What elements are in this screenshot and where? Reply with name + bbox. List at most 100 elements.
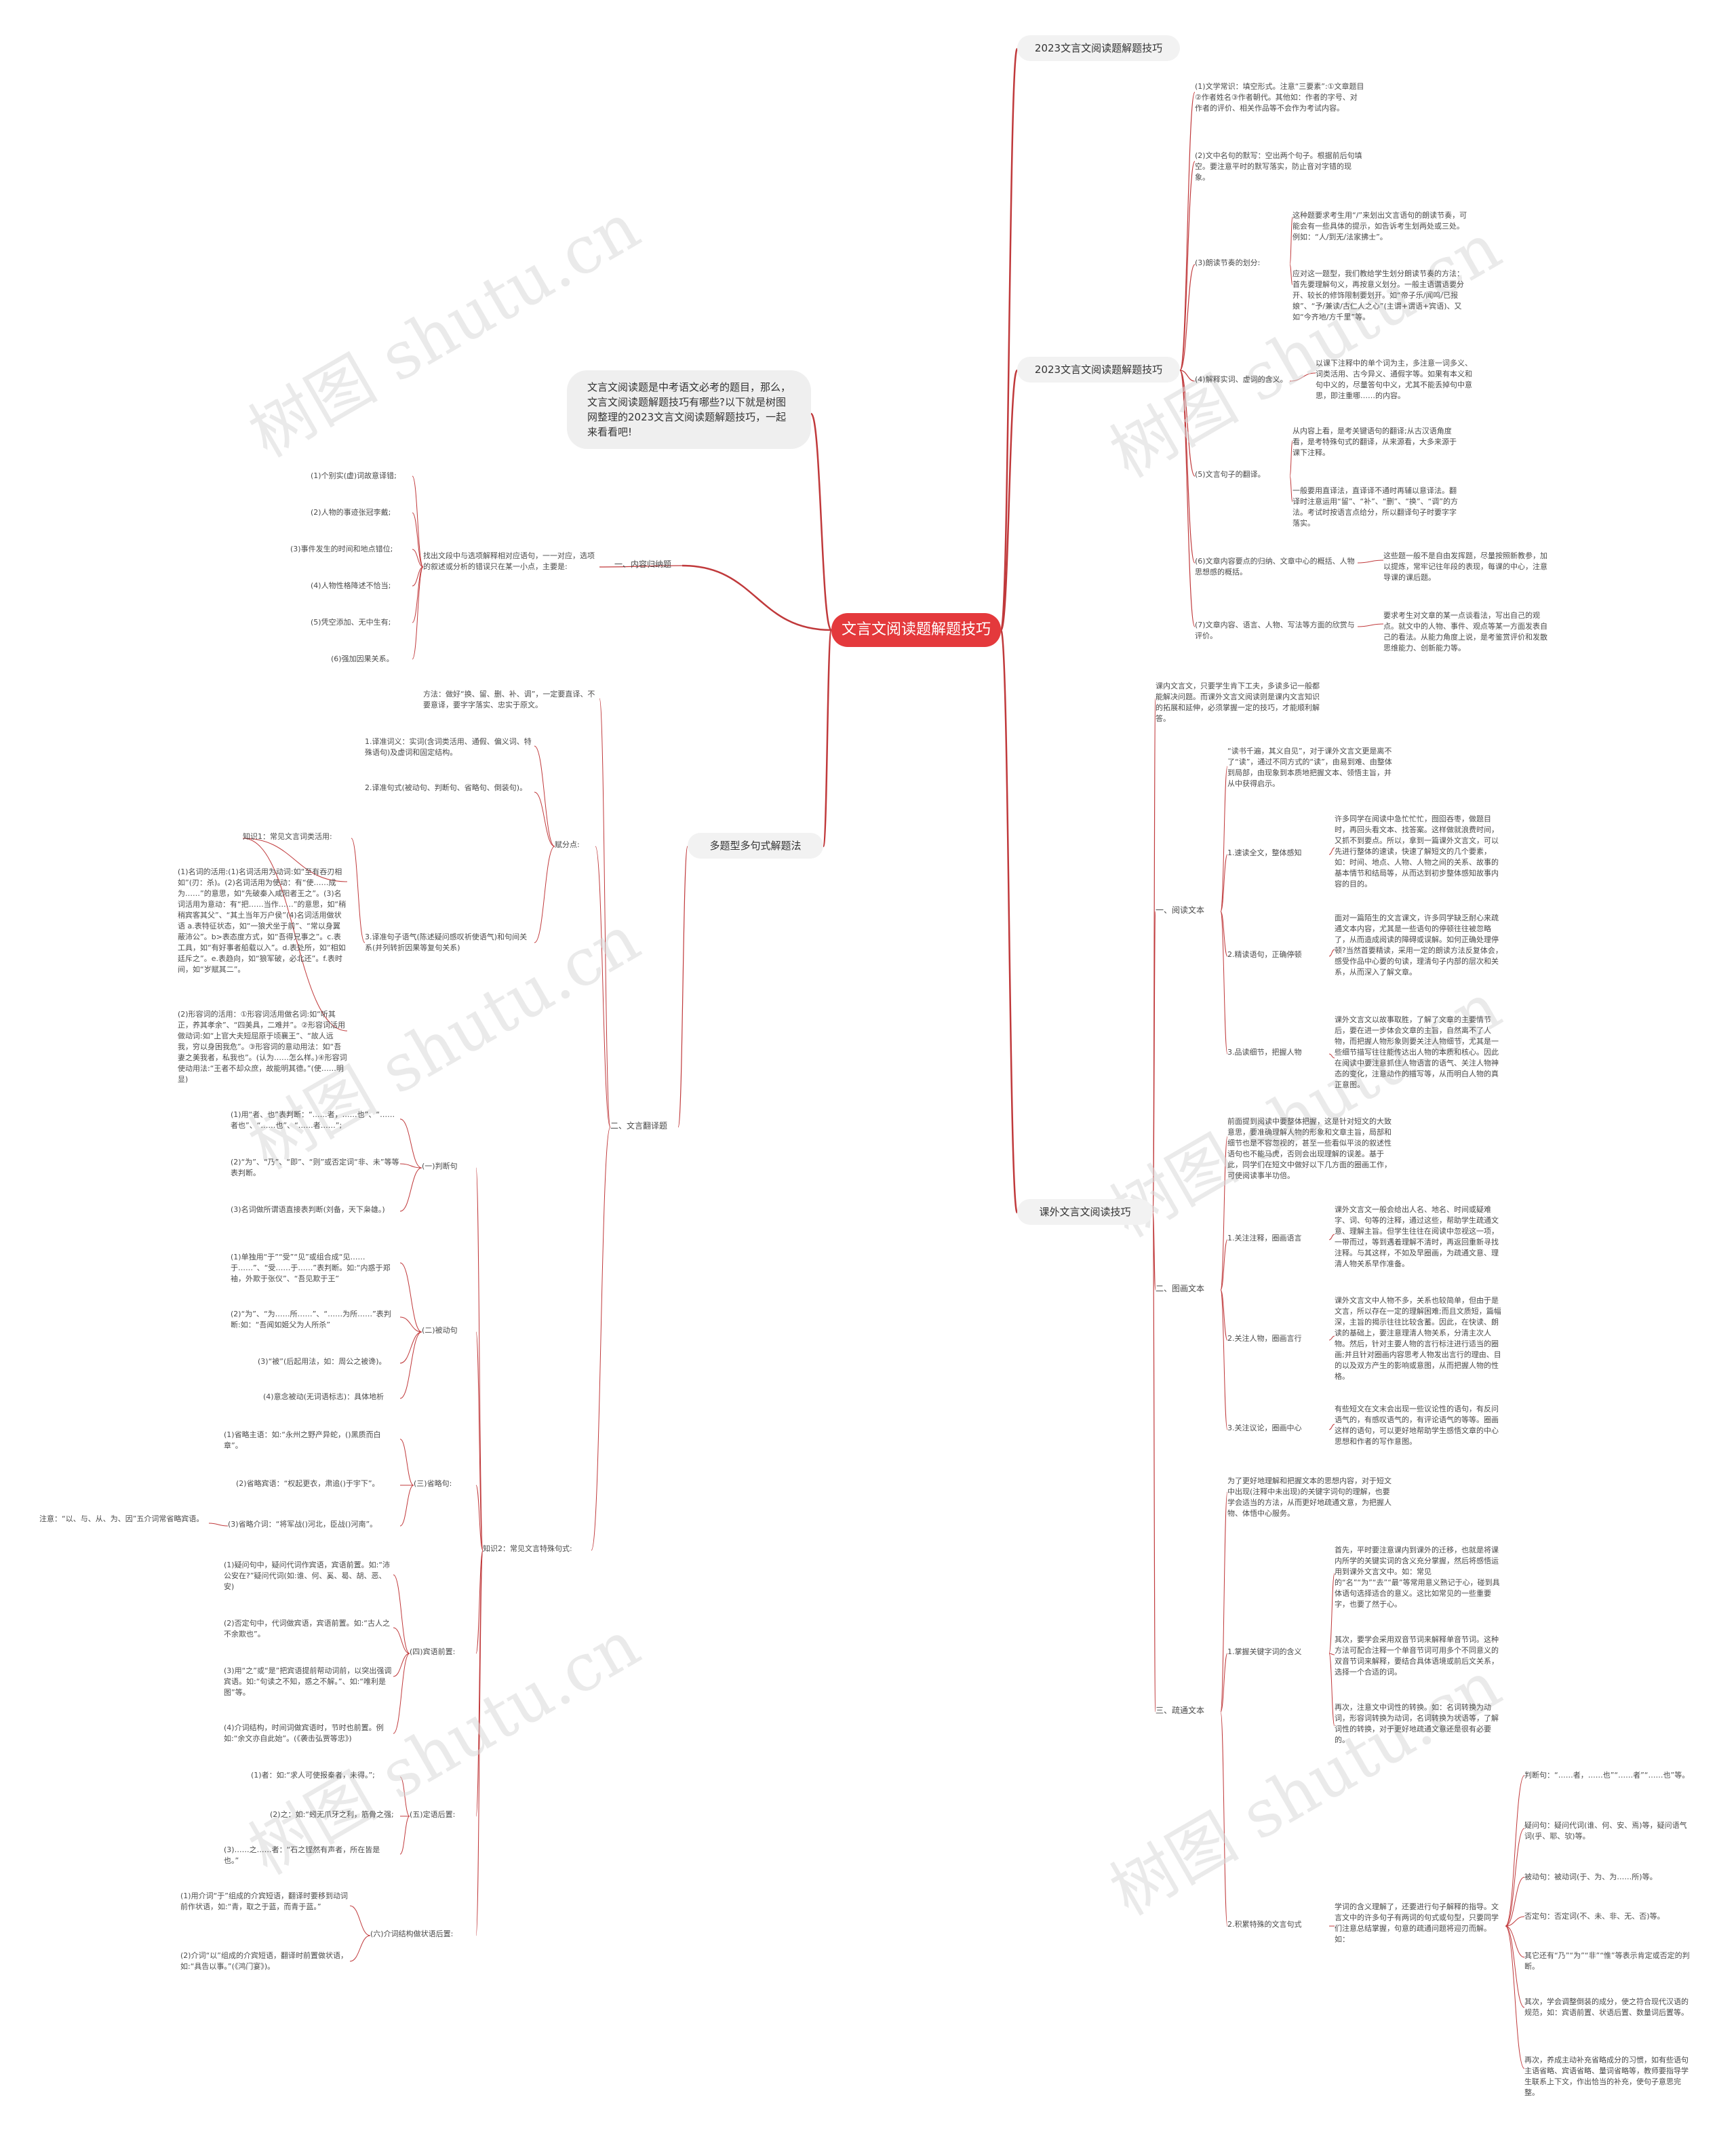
connector-line (1328, 1653, 1335, 1655)
connector-line (599, 565, 683, 568)
connector-line (534, 745, 555, 847)
connector-line (599, 698, 611, 1128)
connector-line (822, 629, 833, 848)
connector-line (1220, 1289, 1228, 1341)
connector-line (393, 1574, 410, 1654)
connector-line (1220, 911, 1228, 1055)
connector-line (682, 564, 832, 631)
s3-item-1a: 首先，平时要注意课内到课外的迁移，也就是将课内所学的关键实词的含义充分掌握，然后… (1335, 1546, 1500, 1609)
connector-line (1179, 92, 1196, 371)
connector-line (1220, 1239, 1228, 1291)
s1-item-2: 2.精读语句，正确停顿 (1227, 950, 1302, 959)
connector-line (399, 1816, 410, 1855)
connector-line (1152, 1212, 1156, 1712)
b2-item-2: (2)文中名句的默写：空出两个句子。根据前后句填空。要注意平时的默写落实，防止音… (1195, 151, 1362, 182)
left1-item-6: (6)强加因果关系。 (331, 654, 394, 663)
syntax-question: 疑问句：疑问代词(谁、何、安、焉)等，疑问语气词(乎、耶、欤)等。 (1524, 1821, 1687, 1841)
b2-item-3a: 这种题要求考生用“/”来划出文言语句的朗读节奏，可能会有一些具体的提示，如告诉考… (1293, 211, 1467, 241)
s2-item-2: 2.关注人物，圈画言行 (1227, 1334, 1302, 1343)
left2-scoring: 赋分点: (555, 840, 580, 849)
group-5: (五)定语后置: (410, 1810, 456, 1819)
syntax-other: 其它还有“乃”“为”“非”“惟”等表示肯定或否定的判断。 (1524, 1951, 1690, 1971)
connector-line (1179, 370, 1196, 477)
connector-line (595, 846, 611, 1128)
connector-line (1505, 1775, 1525, 1927)
connector-line (1505, 1925, 1525, 2008)
connector-line (1179, 264, 1196, 371)
s1-item-2a: 面对一篇陌生的文言课文，许多同学缺乏耐心来疏通文本内容，尤其是一些语句的停顿往往… (1335, 914, 1503, 977)
connector-line (351, 838, 366, 943)
g6-item-2: (2)介词“以”组成的介宾短语，翻译时前置做状语，如:“具告以事。”(《鸿门宴》… (180, 1951, 348, 1971)
s3-item-1: 1.掌握关键字词的含义 (1227, 1647, 1302, 1656)
branch-right-1[interactable]: 2023文言文阅读题解题技巧 (1017, 35, 1180, 61)
connector-line (1179, 370, 1196, 627)
connector-line (1289, 264, 1293, 286)
connector-line (393, 1627, 410, 1654)
b2-item-7: (7)文章内容、语言、人物、写法等方面的欣赏与评价。 (1195, 621, 1355, 640)
connector-line (399, 1163, 422, 1169)
g2-item-4: (4)意念被动(无词语标志)：具体地析 (263, 1392, 384, 1401)
branch-left-2[interactable]: 多题型多句式解题法 (688, 833, 823, 859)
connector-line (1328, 1335, 1335, 1341)
s2-item-2a: 课外文言文中人物不多，关系也较简单，但由于是文言，所以存在一定的理解困难;而且文… (1335, 1296, 1501, 1381)
connector-line (1328, 949, 1335, 957)
connector-line (534, 846, 555, 943)
score-item-2: 2.译准句式(被动句、判断句、省略句、倒装句)。 (365, 783, 528, 792)
g5-item-1: (1)者：如:“求人可使报秦者，未得。”; (251, 1771, 375, 1780)
s1-item-1a: 许多同学在阅读中急忙忙忙，囫囵吞枣，做题目时，再回头看文本、找答案。这样做就浪费… (1335, 815, 1499, 888)
connector-line (399, 1167, 422, 1212)
connector-line (399, 1438, 414, 1486)
connector-line (810, 412, 833, 631)
branch-left-1[interactable]: 一、内容归纳题 (614, 560, 672, 569)
connector-line (475, 1485, 484, 1551)
connector-line (399, 1316, 422, 1333)
connector-line (399, 1331, 422, 1364)
left1-item-4: (4)人物性格降述不恰当; (311, 581, 391, 590)
b3-intro: 课内文言文，只要学生肯下工夫，多读多记一般都能解决问题。而课外文言文阅读则是课内… (1156, 682, 1320, 723)
connector-line (412, 566, 424, 660)
score-item-1: 1.译准词义：实词(含词类活用、通假、偏义词、特殊语句)及虚词和固定结构。 (365, 737, 532, 757)
connector-line (1357, 560, 1384, 564)
syntax-negative: 否定句：否定词(不、未、非、无、否)等。 (1524, 1912, 1665, 1921)
g4-item-1: (1)疑问句中，疑问代词作宾语，宾语前置。如:“沛公安在?”疑问代词(如:谁、何… (224, 1561, 390, 1591)
score-item-3: 3.译准句子语气(陈述疑问感叹祈使语气)和句间关系(并列转折因果等复句关系) (365, 933, 528, 952)
branch-right-3[interactable]: 课外文言文阅读技巧 (1017, 1199, 1153, 1225)
connector-line (412, 475, 424, 568)
connector-line (1179, 161, 1196, 371)
connector-line (1152, 1212, 1156, 1291)
connector-line (1152, 911, 1156, 1213)
connector-line (591, 1126, 611, 1551)
left1-intro: 找出文段中与选项解释相对应语句，一一对应，选项的叙述或分析的错误只在某一小点，主… (423, 551, 595, 571)
connector-line (1505, 1925, 1525, 2069)
g1-item-3: (3)名词做所谓语直接表判断(刘备，天下枭雄。) (231, 1205, 385, 1214)
knowledge-1a: (1)名词的活用:(1)名词活用为动词:如“至有吞刃相如”(刃：杀)。(2)名词… (178, 867, 347, 974)
g5-item-2: (2)之：如:“蚓无爪牙之利，筋骨之强; (270, 1810, 394, 1819)
s3-intro: 为了更好地理解和把握文本的思想内容，对于短文中出现(注释中未出现)的关键字词句的… (1227, 1476, 1392, 1518)
branch-right-2[interactable]: 2023文言文阅读题解题技巧 (1017, 357, 1180, 383)
s3-item-1c: 再次，注意文中词性的转换。如：名词转换为动词，形容词转换为动词，名词转换为状语等… (1335, 1703, 1499, 1744)
s2-item-1: 1.关注注释，圈画语言 (1227, 1234, 1302, 1242)
connector-line (1220, 1136, 1228, 1291)
connector-line (1328, 1424, 1335, 1430)
s3-item-2a: 学词的含义理解了，还要进行句子解释的指导。文言文中的许多句子有两词的句式或句型，… (1335, 1902, 1499, 1944)
connector-line (1289, 475, 1293, 503)
intro-bubble: 文言文阅读题是中考语文必考的题目，那么，文言文阅读题解题技巧有哪些?以下就是树图… (567, 370, 811, 449)
connector-line (1289, 216, 1293, 265)
connector-line (475, 1550, 484, 1936)
connector-line (412, 549, 424, 568)
left1-item-2: (2)人物的事迹张冠李戴; (311, 508, 391, 517)
b3-s2: 二、图画文本 (1156, 1284, 1205, 1293)
syntax-omission: 再次，养成主动补充省略成分的习惯，如有些语句主语省略、宾语省略、量词省略等，教师… (1524, 2056, 1689, 2097)
s3-item-1b: 其次，要学会采用双音节词来解释单音节词。这种方法可配合注释一个单音节词可用多个不… (1335, 1635, 1499, 1677)
root-node[interactable]: 文言文阅读题解题技巧 (831, 613, 1001, 647)
b2-item-5b: 一般要用直译法，直译译不通时再辅以意译法。翻译时注意运用“留”、“补”、“删”、… (1293, 486, 1458, 528)
syntax-reorder: 其次，学会调整倒装的成分，使之符合现代汉语的规范，如：宾语前置、状语后置、数量词… (1524, 1997, 1689, 2017)
connector-line (393, 1653, 410, 1734)
group-1: (一)判断句 (422, 1162, 458, 1171)
knowledge-1: 知识1：常见文言词类活用: (243, 832, 332, 841)
b2-item-6: (6)文章内容要点的归纳、文章中心的概括、人物思想感的概括。 (1195, 557, 1355, 576)
s3-item-2: 2.积累特殊的文言句式 (1227, 1920, 1302, 1929)
group-6: (六)介词结构做状语后置: (370, 1929, 454, 1938)
connector-line (1505, 1828, 1525, 1927)
